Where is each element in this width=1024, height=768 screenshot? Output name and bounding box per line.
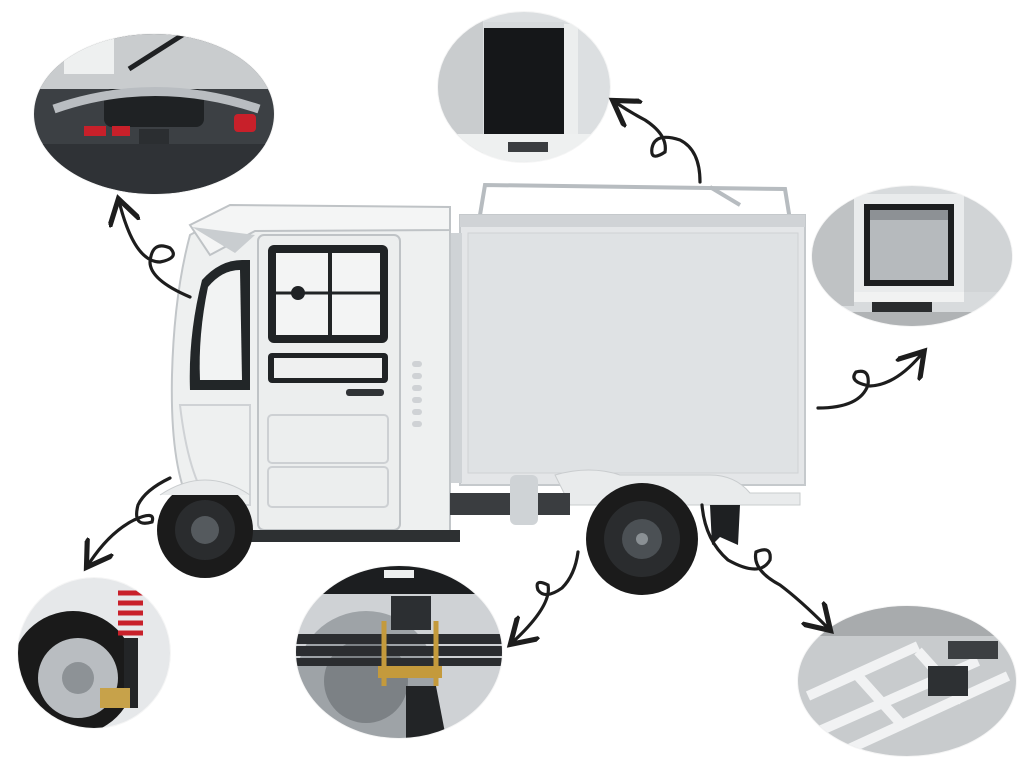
leaf-spring-detail-photo-icon (296, 566, 502, 738)
arrow-to-box-door (618, 104, 702, 184)
dashboard-detail-photo-icon (34, 34, 274, 194)
door-handle (346, 389, 384, 396)
cargo-tricycle-image (157, 182, 806, 595)
front-wheel (157, 479, 253, 578)
box-rear-detail-photo-icon (812, 186, 1012, 326)
arrow-to-box-rear (816, 356, 920, 410)
roof-rail (478, 182, 792, 221)
door-vents (412, 361, 422, 427)
mud-flap (710, 505, 740, 545)
box-rear-callout[interactable] (812, 186, 1012, 326)
box-door-callout[interactable] (438, 12, 610, 162)
front-suspension-callout[interactable] (18, 578, 170, 728)
leaf-spring-callout[interactable] (296, 566, 502, 738)
chassis-detail-photo-icon (798, 606, 1016, 756)
chassis-frame-callout[interactable] (798, 606, 1016, 756)
front-shock-detail-photo-icon (18, 578, 170, 728)
box-door-detail-photo-icon (438, 12, 610, 162)
cab-visor (188, 203, 451, 257)
rear-wheel (586, 483, 698, 595)
dashboard-callout[interactable] (34, 34, 274, 194)
